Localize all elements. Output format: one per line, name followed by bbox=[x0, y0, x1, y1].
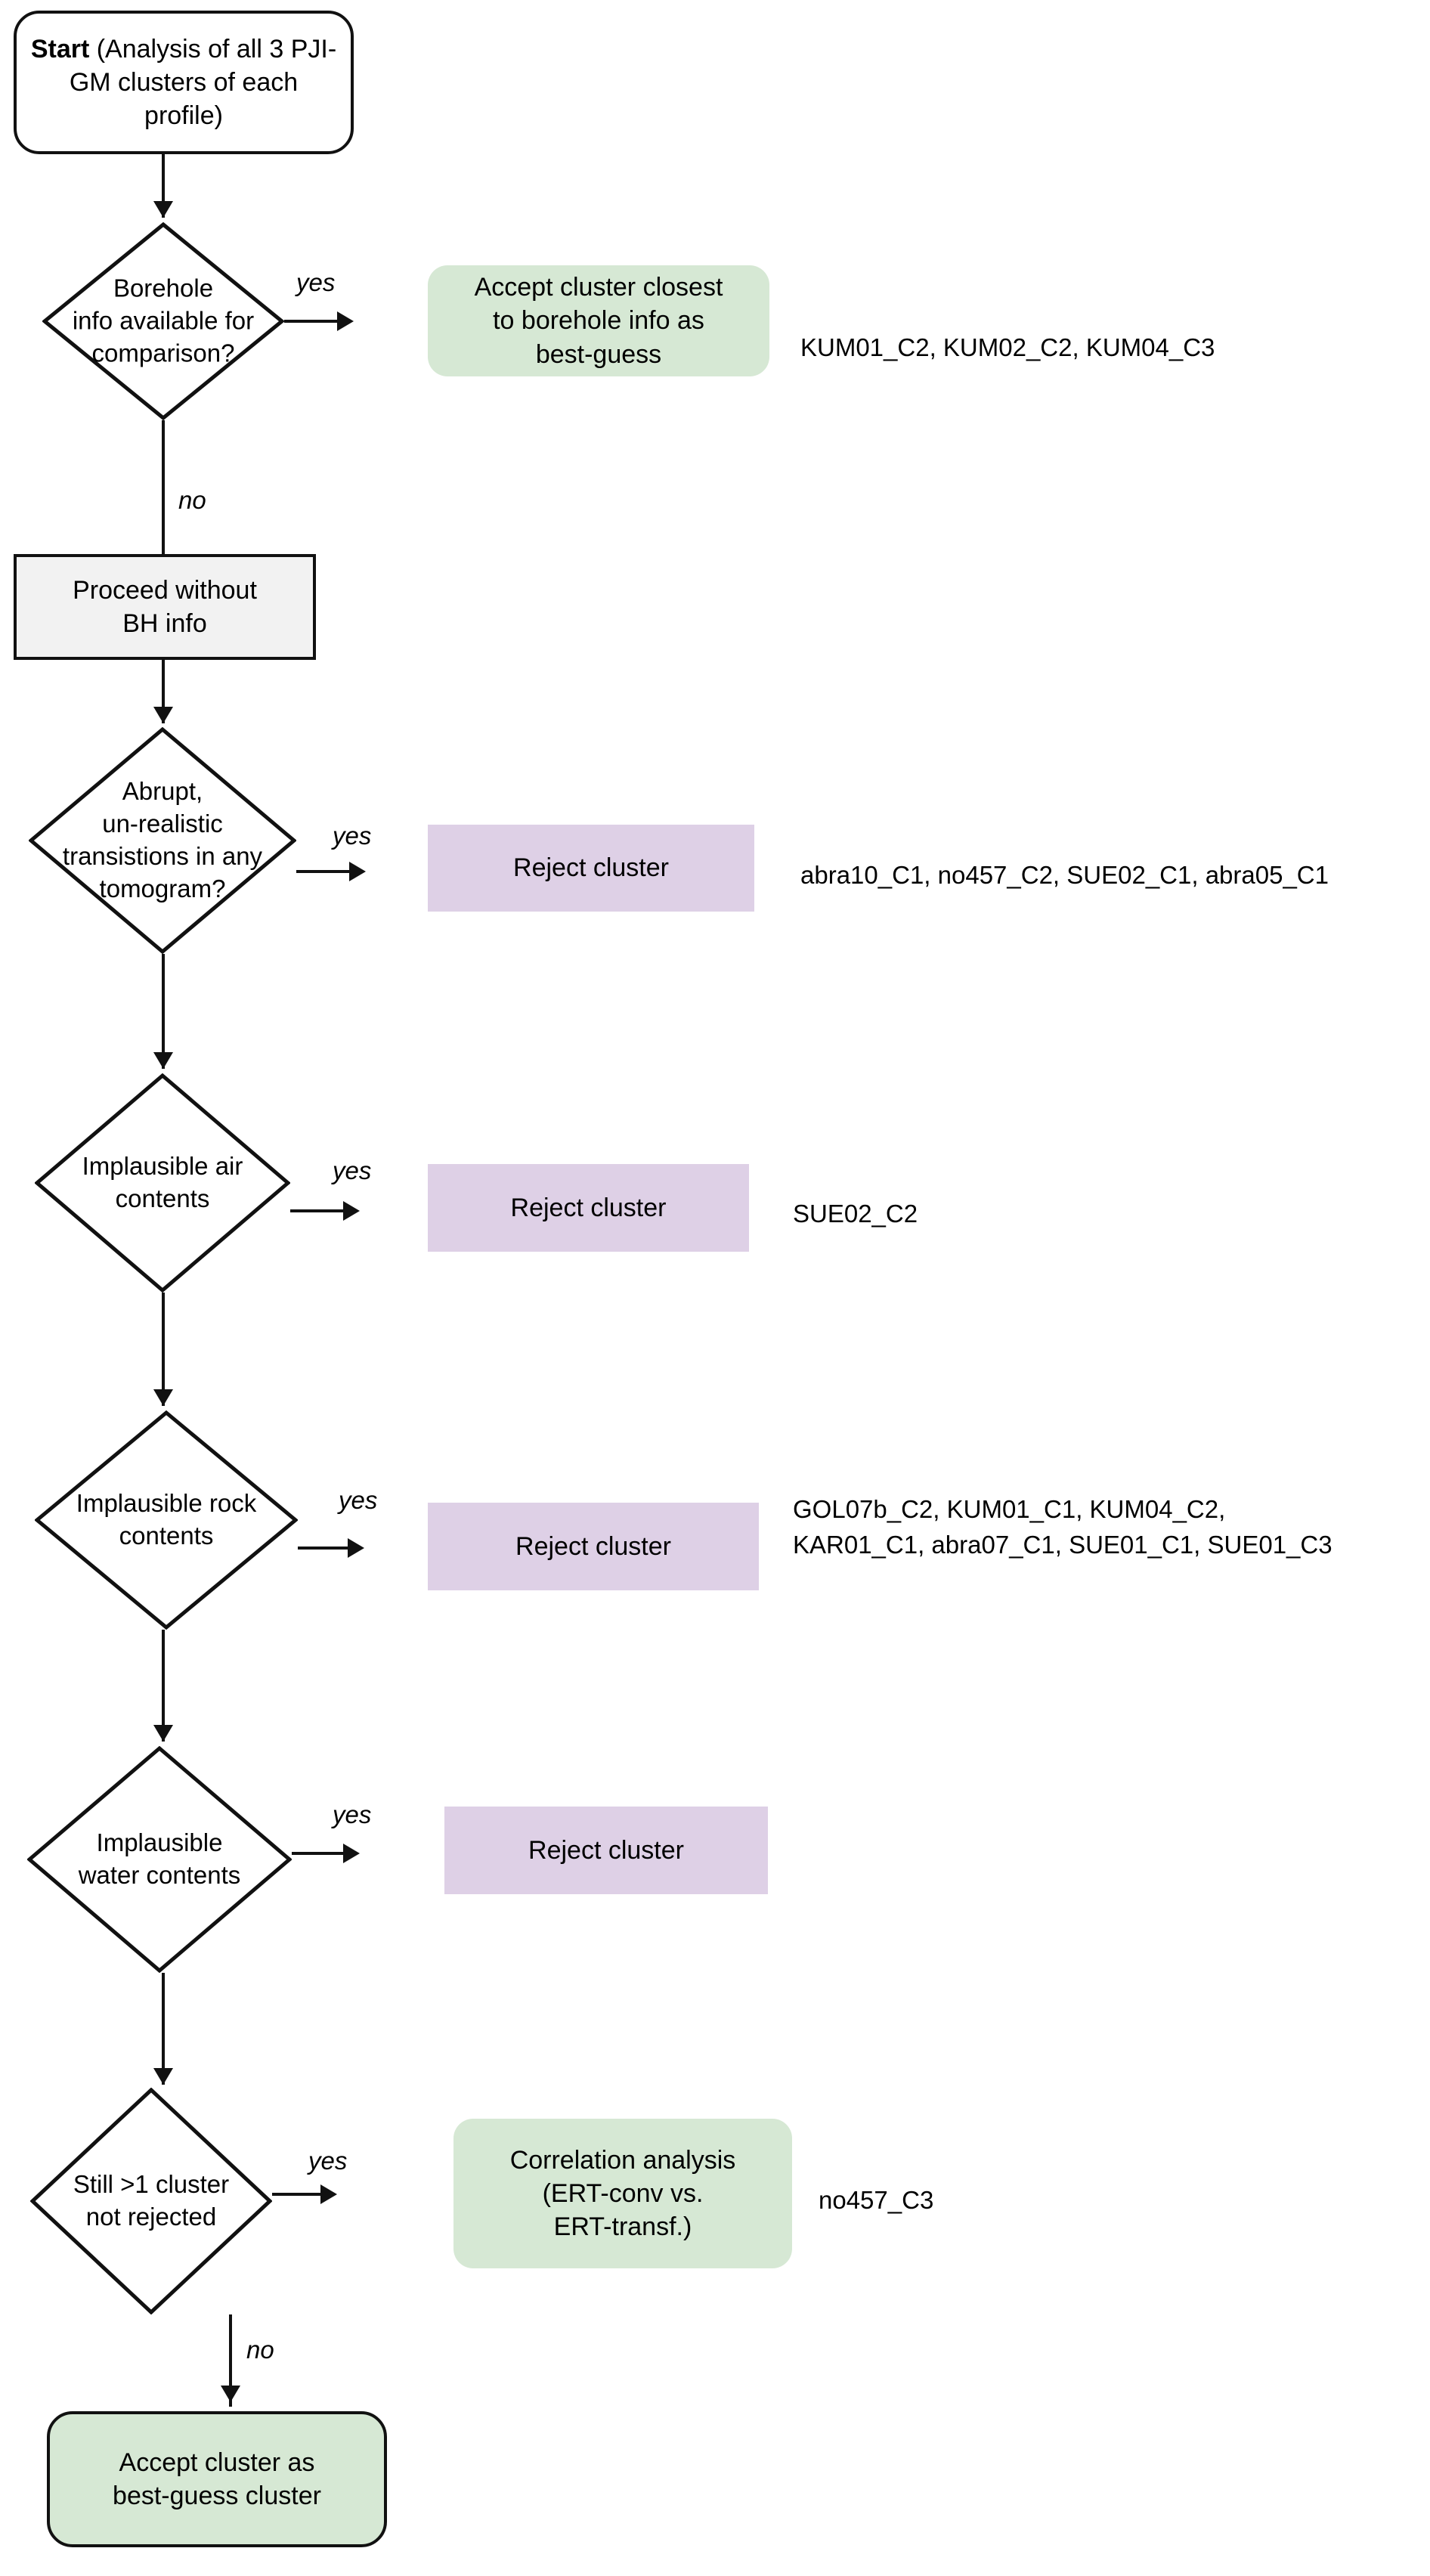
cluster-list-borehole: KUM01_C2, KUM02_C2, KUM04_C3 bbox=[800, 333, 1215, 361]
edge-label-abrupt-yes: yes bbox=[333, 822, 372, 850]
diamond-shape-borehole bbox=[42, 222, 284, 420]
connector-abrupt-yes bbox=[296, 870, 354, 873]
decision-still-label: Still >1 cluster not rejected bbox=[73, 2170, 230, 2231]
diamond-shape-abrupt bbox=[29, 727, 296, 954]
cluster-list-abrupt: abra10_C1, no457_C2, SUE02_C1, abra05_C1 bbox=[800, 861, 1329, 889]
decision-abrupt-transitions[interactable]: Abrupt, un-realistic transistions in any… bbox=[29, 727, 296, 954]
final-accept-node[interactable]: Accept cluster as best-guess cluster bbox=[47, 2411, 387, 2547]
decision-water-label: Implausible water contents bbox=[78, 1828, 241, 1889]
cluster-list-air: SUE02_C2 bbox=[793, 1200, 918, 1228]
action-reject-air[interactable]: Reject cluster bbox=[428, 1164, 749, 1252]
connector-still-to-final bbox=[229, 2314, 232, 2407]
decision-still-more-than-one[interactable]: Still >1 cluster not rejected bbox=[30, 2088, 272, 2314]
connector-air-to-rock bbox=[162, 1293, 165, 1406]
diamond-shape-rock bbox=[35, 1410, 298, 1630]
start-node-strong: Start bbox=[30, 34, 90, 63]
connector-water-to-still bbox=[162, 1973, 165, 2085]
edge-label-rock-yes: yes bbox=[339, 1486, 378, 1514]
diamond-shape-air bbox=[35, 1073, 290, 1293]
decision-borehole[interactable]: Borehole info available for comparison? bbox=[42, 222, 284, 420]
start-node[interactable]: Start (Analysis of all 3 PJI-GM clusters… bbox=[14, 11, 354, 154]
edge-label-borehole-yes: yes bbox=[296, 268, 336, 296]
cluster-list-rock: GOL07b_C2, KUM01_C1, KUM04_C2, KAR01_C1,… bbox=[793, 1495, 1332, 1559]
diamond-shape-water bbox=[27, 1746, 292, 1973]
arrowhead-process-to-abrupt bbox=[153, 707, 173, 723]
decision-implausible-rock[interactable]: Implausible rock contents bbox=[35, 1410, 298, 1630]
decision-implausible-water[interactable]: Implausible water contents bbox=[27, 1746, 292, 1973]
action-reject-water[interactable]: Reject cluster bbox=[444, 1807, 768, 1894]
arrowhead-abrupt-yes bbox=[349, 862, 366, 881]
cluster-list-still: no457_C3 bbox=[819, 2186, 934, 2214]
connector-air-yes bbox=[290, 1209, 348, 1212]
decision-rock-label: Implausible rock contents bbox=[76, 1489, 257, 1550]
arrowhead-abrupt-to-air bbox=[153, 1052, 173, 1069]
start-node-rest: (Analysis of all 3 PJI-GM clusters of ea… bbox=[69, 34, 337, 131]
action-reject-abrupt[interactable]: Reject cluster bbox=[428, 825, 754, 912]
decision-abrupt-label: Abrupt, un-realistic transistions in any… bbox=[62, 777, 263, 903]
connector-still-yes bbox=[272, 2193, 325, 2196]
decision-air-label: Implausible air contents bbox=[82, 1152, 243, 1212]
arrowhead-rock-to-water bbox=[153, 1725, 173, 1742]
arrowhead-still-yes bbox=[320, 2184, 337, 2204]
arrowhead-borehole-yes bbox=[337, 311, 354, 331]
arrowhead-start-to-borehole bbox=[153, 201, 173, 218]
arrowhead-water-yes bbox=[343, 1844, 360, 1863]
edge-label-air-yes: yes bbox=[333, 1156, 372, 1184]
edge-label-water-yes: yes bbox=[333, 1800, 372, 1828]
edge-label-borehole-no: no bbox=[178, 486, 206, 514]
edge-label-still-yes: yes bbox=[308, 2147, 348, 2175]
arrowhead-still-to-final bbox=[221, 2386, 240, 2402]
action-reject-rock[interactable]: Reject cluster bbox=[428, 1503, 759, 1590]
action-correlation-analysis[interactable]: Correlation analysis (ERT-conv vs. ERT-t… bbox=[453, 2119, 792, 2268]
connector-water-yes bbox=[292, 1852, 348, 1855]
connector-start-to-borehole bbox=[162, 154, 165, 218]
connector-process-to-abrupt bbox=[162, 660, 165, 723]
edge-label-still-no: no bbox=[246, 2336, 274, 2364]
connector-borehole-yes bbox=[284, 320, 342, 323]
decision-borehole-label: Borehole info available for comparison? bbox=[72, 274, 255, 367]
connector-abrupt-to-air bbox=[162, 954, 165, 1069]
arrowhead-water-to-still bbox=[153, 2068, 173, 2085]
connector-rock-yes bbox=[298, 1547, 352, 1550]
arrowhead-rock-yes bbox=[348, 1538, 364, 1558]
connector-rock-to-water bbox=[162, 1630, 165, 1742]
process-proceed-without-bh[interactable]: Proceed without BH info bbox=[14, 554, 316, 660]
arrowhead-air-yes bbox=[343, 1201, 360, 1221]
arrowhead-air-to-rock bbox=[153, 1389, 173, 1406]
connector-borehole-no bbox=[162, 420, 165, 556]
action-accept-borehole[interactable]: Accept cluster closest to borehole info … bbox=[428, 265, 769, 376]
diamond-shape-still bbox=[30, 2088, 272, 2314]
decision-implausible-air[interactable]: Implausible air contents bbox=[35, 1073, 290, 1293]
